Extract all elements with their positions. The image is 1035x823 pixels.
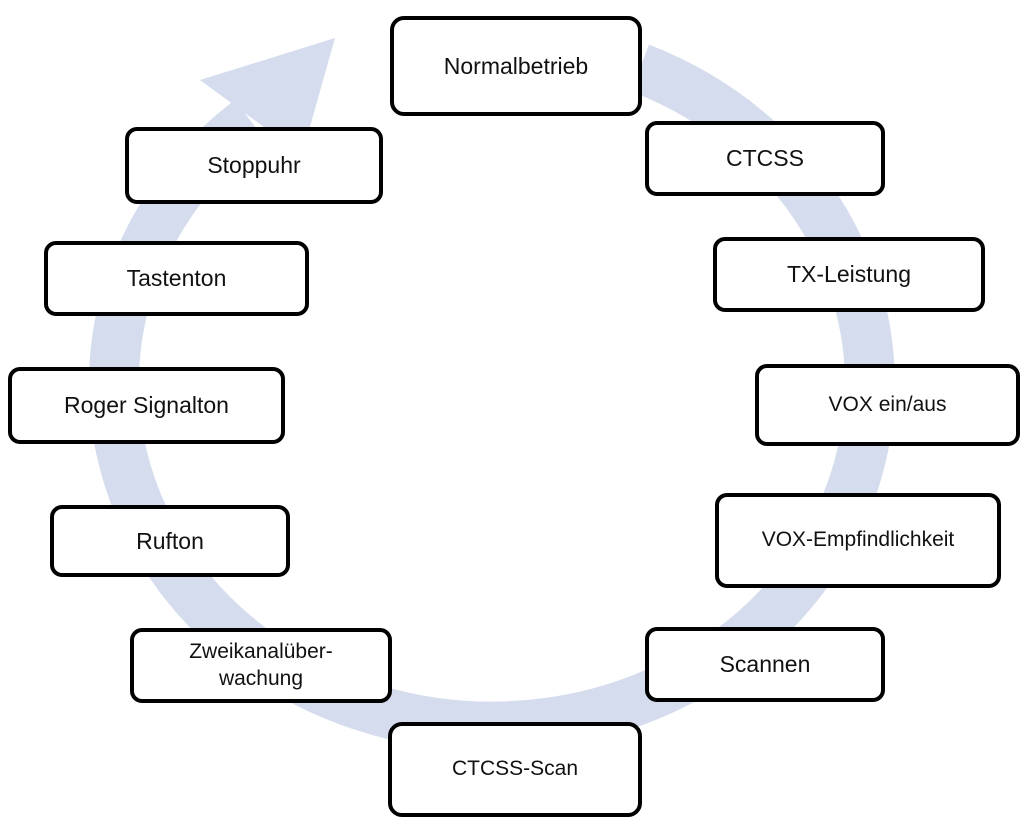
node-rufton-label: Rufton (136, 527, 204, 554)
node-scannen-label: Scannen (719, 651, 811, 678)
node-vox-ein-aus-label: VOX ein/aus (828, 392, 947, 416)
node-stoppuhr: Stoppuhr (125, 127, 383, 204)
node-vox-ein-aus: VOX ein/aus (755, 364, 1020, 446)
node-rufton: Rufton (50, 505, 290, 577)
node-tastenton: Tastenton (44, 241, 309, 316)
node-vox-empfindlichkeit-label: VOX-Empfindlichkeit (761, 528, 955, 552)
node-ctcss: CTCSS (645, 121, 885, 196)
node-scannen: Scannen (645, 627, 885, 702)
node-vox-empfindlichkeit: VOX-Empfindlichkeit (715, 493, 1001, 588)
cycle-arrow-head (200, 38, 335, 155)
node-normalbetrieb: Normalbetrieb (390, 16, 642, 116)
node-normalbetrieb-label: Normalbetrieb (443, 52, 589, 79)
node-roger-signalton: Roger Signalton (8, 367, 285, 444)
node-zweikanalueberwachung: Zweikanalüber- wachung (130, 628, 392, 703)
node-tx-leistung: TX-Leistung (713, 237, 985, 312)
node-ctcss-scan-label: CTCSS-Scan (451, 757, 579, 781)
node-ctcss-scan: CTCSS-Scan (388, 722, 642, 817)
node-zweikanalueberwachung-label: Zweikanalüber- wachung (189, 640, 333, 690)
node-roger-signalton-label: Roger Signalton (64, 392, 229, 419)
node-tx-leistung-label: TX-Leistung (786, 261, 911, 288)
node-ctcss-label: CTCSS (726, 145, 804, 172)
node-stoppuhr-label: Stoppuhr (207, 152, 301, 179)
node-tastenton-label: Tastenton (126, 265, 227, 292)
